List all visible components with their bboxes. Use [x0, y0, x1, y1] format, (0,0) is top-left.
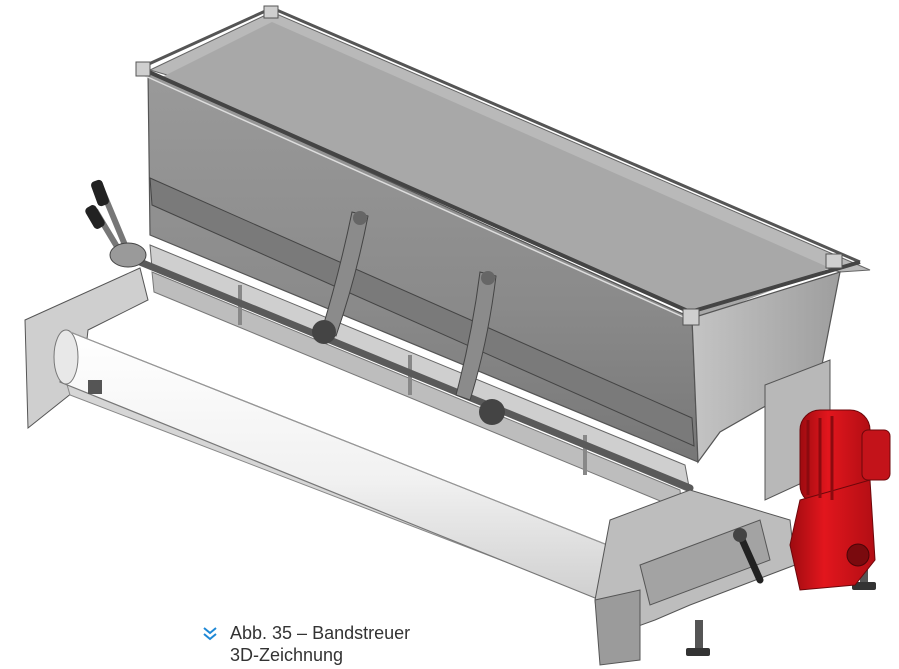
- hand-lever-handles: [85, 179, 147, 268]
- caption-subtitle: 3D-Zeichnung: [230, 645, 344, 665]
- conveyor-frame: [24, 267, 876, 666]
- figure-caption: Abb. 35 – Bandstreuer 3D-Zeichnung: [202, 623, 522, 669]
- double-chevron-down-icon: [203, 627, 217, 641]
- gear-motor: [789, 409, 891, 591]
- gate-lever-left: [312, 211, 369, 344]
- caption-title: Abb. 35 – Bandstreuer: [230, 623, 411, 643]
- hopper: [135, 5, 871, 464]
- gate-rail: [136, 244, 694, 511]
- gate-lever-right: [455, 271, 505, 425]
